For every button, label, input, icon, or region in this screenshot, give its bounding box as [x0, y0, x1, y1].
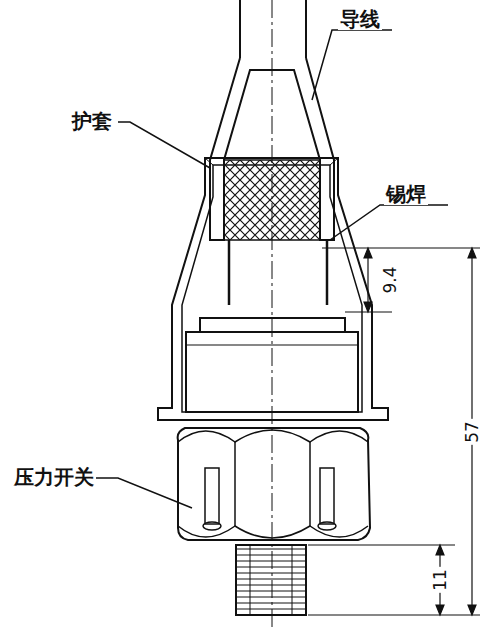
hex-nut: [178, 428, 370, 540]
leader-lines: [92, 30, 448, 508]
part-name: 导线: [338, 8, 382, 30]
dimension-value: 57: [463, 419, 482, 445]
switch-body: [186, 318, 358, 412]
thread: [236, 545, 306, 615]
dimension-value: 11: [431, 567, 450, 593]
center-line: [272, 0, 273, 630]
solder-pins: [229, 240, 327, 305]
sleeve: [158, 158, 388, 420]
dimension-value: 9.4: [381, 264, 400, 295]
part-name: 压力开关: [12, 466, 96, 488]
cable: [210, 0, 334, 240]
dimension-lines: [308, 248, 480, 615]
part-name: 锡焊: [384, 183, 428, 205]
part-name: 护套: [70, 110, 114, 132]
